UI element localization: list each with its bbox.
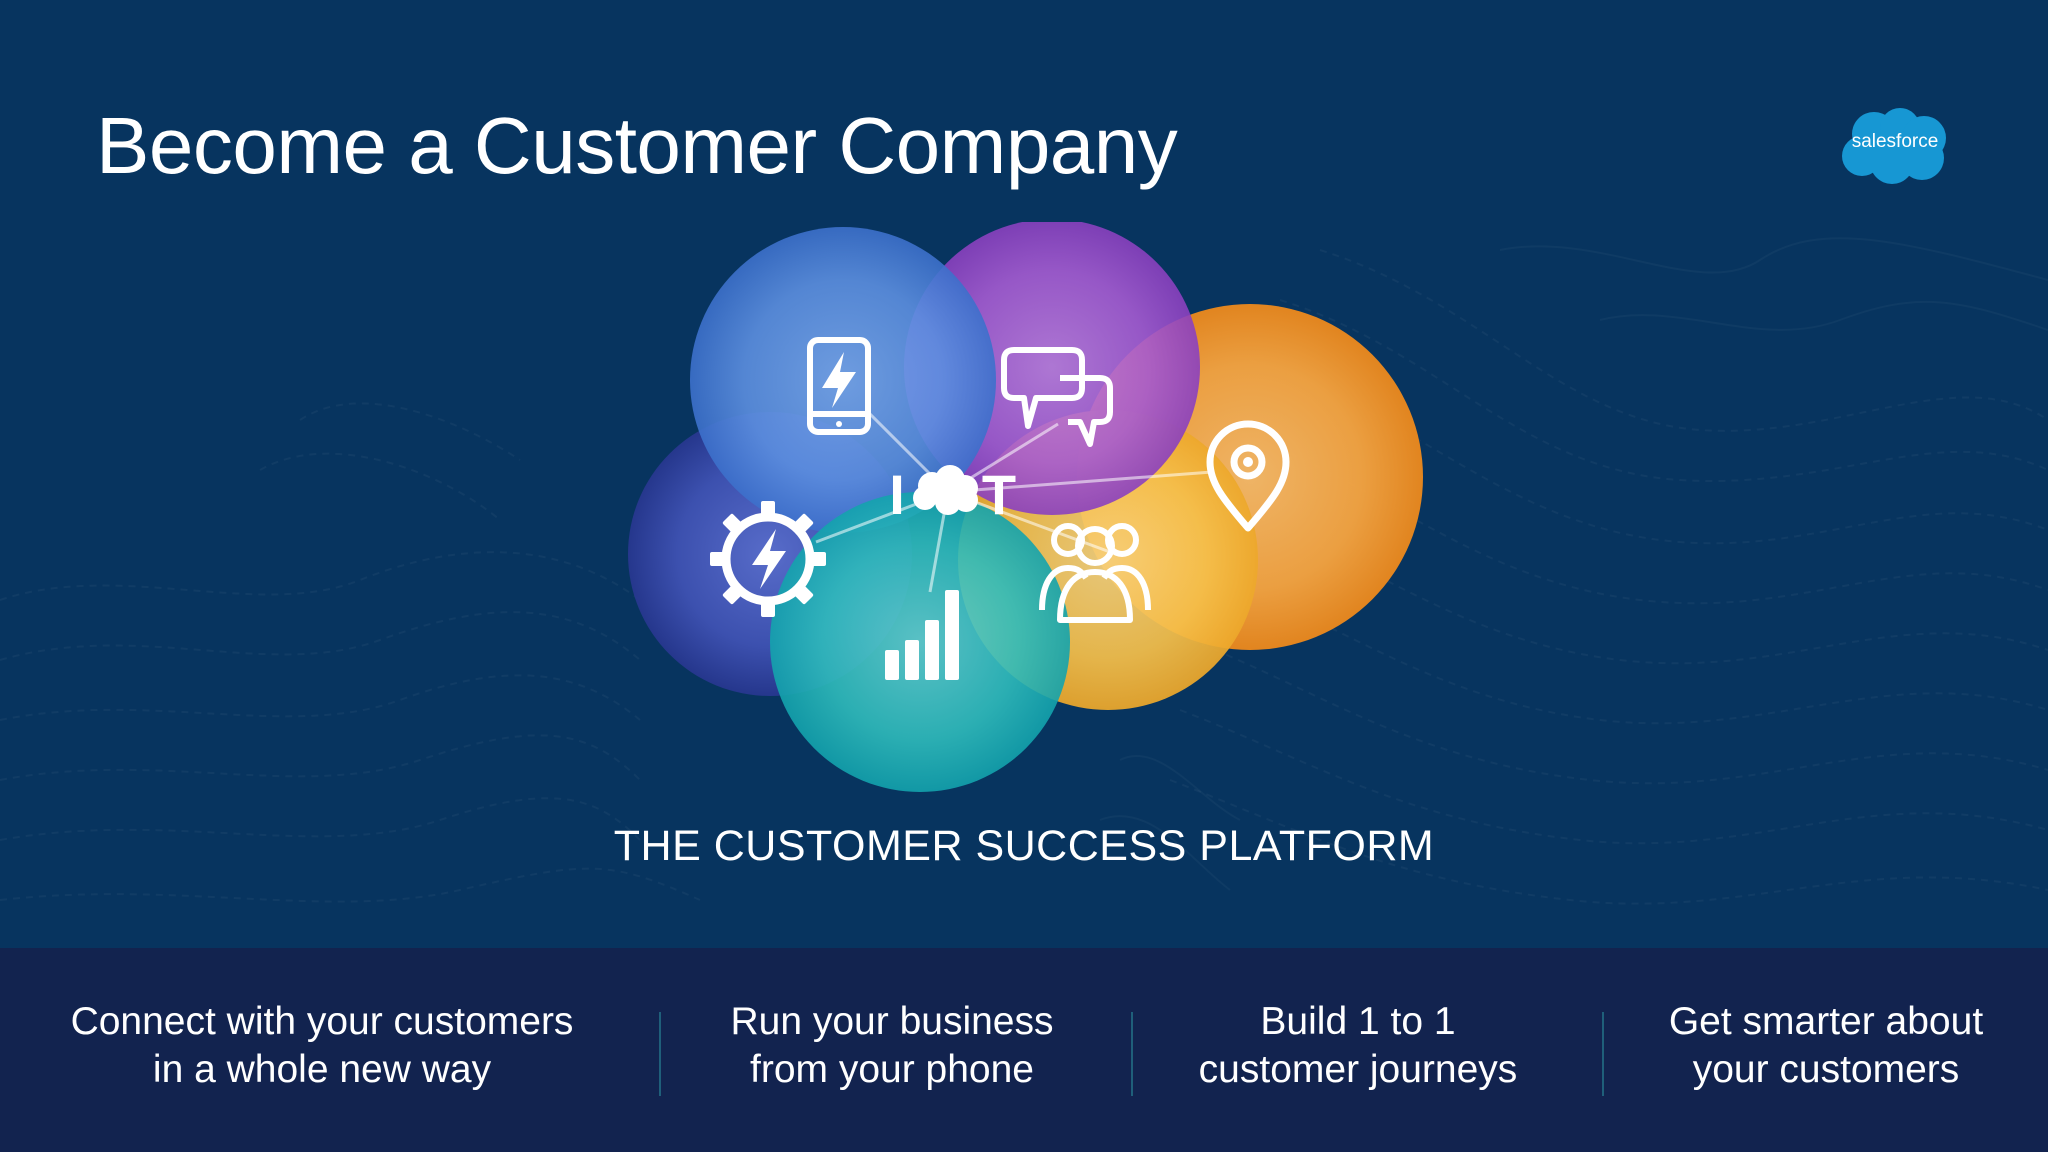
- feature-mobile-line1: Run your business: [730, 1000, 1054, 1043]
- platform-tagline: THE CUSTOMER SUCCESS PLATFORM: [613, 822, 1435, 870]
- slide-title: Become a Customer Company: [96, 101, 1178, 190]
- feature-mobile: Run your business from your phone: [672, 998, 1112, 1094]
- feature-divider: [659, 1012, 661, 1096]
- hub-cloud-icon: [913, 465, 978, 515]
- feature-divider: [1602, 1012, 1604, 1096]
- feature-connect: Connect with your customers in a whole n…: [32, 998, 612, 1094]
- feature-journeys-line2: customer journeys: [1198, 1048, 1518, 1091]
- feature-bar: Connect with your customers in a whole n…: [0, 948, 2048, 1152]
- cloud-bubble-teal: [770, 492, 1070, 792]
- chat-bubbles-icon: [1001, 347, 1113, 447]
- mobile-lightning-icon: [807, 337, 871, 435]
- feature-insights-line2: your customers: [1692, 1048, 1960, 1091]
- gear-lightning-icon: [710, 501, 826, 617]
- logo-wordmark: salesforce: [1851, 131, 1939, 152]
- feature-insights-line1: Get smarter about: [1668, 1000, 1984, 1043]
- feature-insights: Get smarter about your customers: [1616, 998, 2036, 1094]
- location-pin-icon: [1206, 420, 1290, 532]
- salesforce-logo: [1842, 108, 1946, 184]
- feature-divider: [1131, 1012, 1133, 1096]
- community-people-icon: [1039, 523, 1151, 623]
- feature-connect-line1: Connect with your customers: [70, 1000, 574, 1043]
- hub-letter-i: I: [889, 463, 905, 526]
- feature-connect-line2: in a whole new way: [152, 1048, 492, 1091]
- feature-journeys: Build 1 to 1 customer journeys: [1144, 998, 1572, 1094]
- feature-journeys-line1: Build 1 to 1: [1260, 1000, 1456, 1043]
- bar-chart-icon: [885, 590, 959, 680]
- feature-mobile-line2: from your phone: [750, 1048, 1034, 1091]
- customer-success-platform-graphic: I T: [628, 222, 1423, 792]
- hub-letter-t: T: [982, 463, 1016, 526]
